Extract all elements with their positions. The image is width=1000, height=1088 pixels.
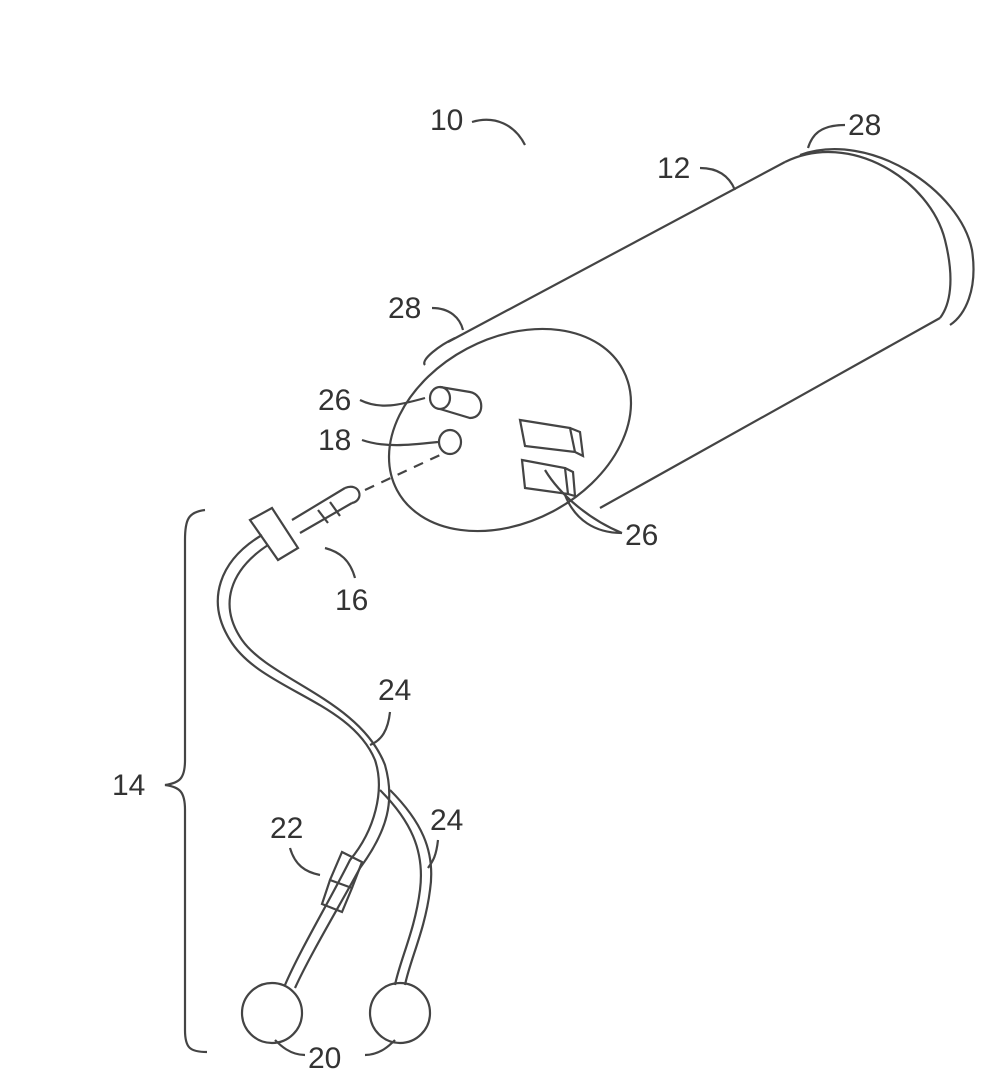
housing-end-face [387,327,633,533]
label-26-contacts: 26 [625,519,658,552]
plug-16 [248,454,441,562]
housing-bottom-edge [599,317,941,509]
end-cap-near-rim [423,337,456,366]
label-12: 12 [657,152,690,185]
label-24-lower: 24 [430,804,463,837]
electrode-right [368,981,432,1045]
electrode-left [240,981,304,1045]
label-18: 18 [318,424,351,457]
label-28-side: 28 [388,292,421,325]
housing [387,148,975,533]
label-24-upper: 24 [378,674,411,707]
brace-14 [164,508,208,1054]
label-16: 16 [335,584,368,617]
label-14: 14 [112,769,145,802]
label-10: 10 [430,104,463,137]
label-26-upper: 26 [318,384,351,417]
cable [216,534,433,1045]
end-cap-rim [799,148,975,326]
label-22: 22 [270,812,303,845]
socket-18 [437,428,463,456]
housing-far-end [784,151,952,319]
leader-lines [274,118,846,1057]
ports [428,385,585,498]
junction-22 [320,850,364,914]
label-28-top: 28 [848,109,881,142]
label-20: 20 [308,1042,341,1075]
housing-top-edge [447,161,786,343]
